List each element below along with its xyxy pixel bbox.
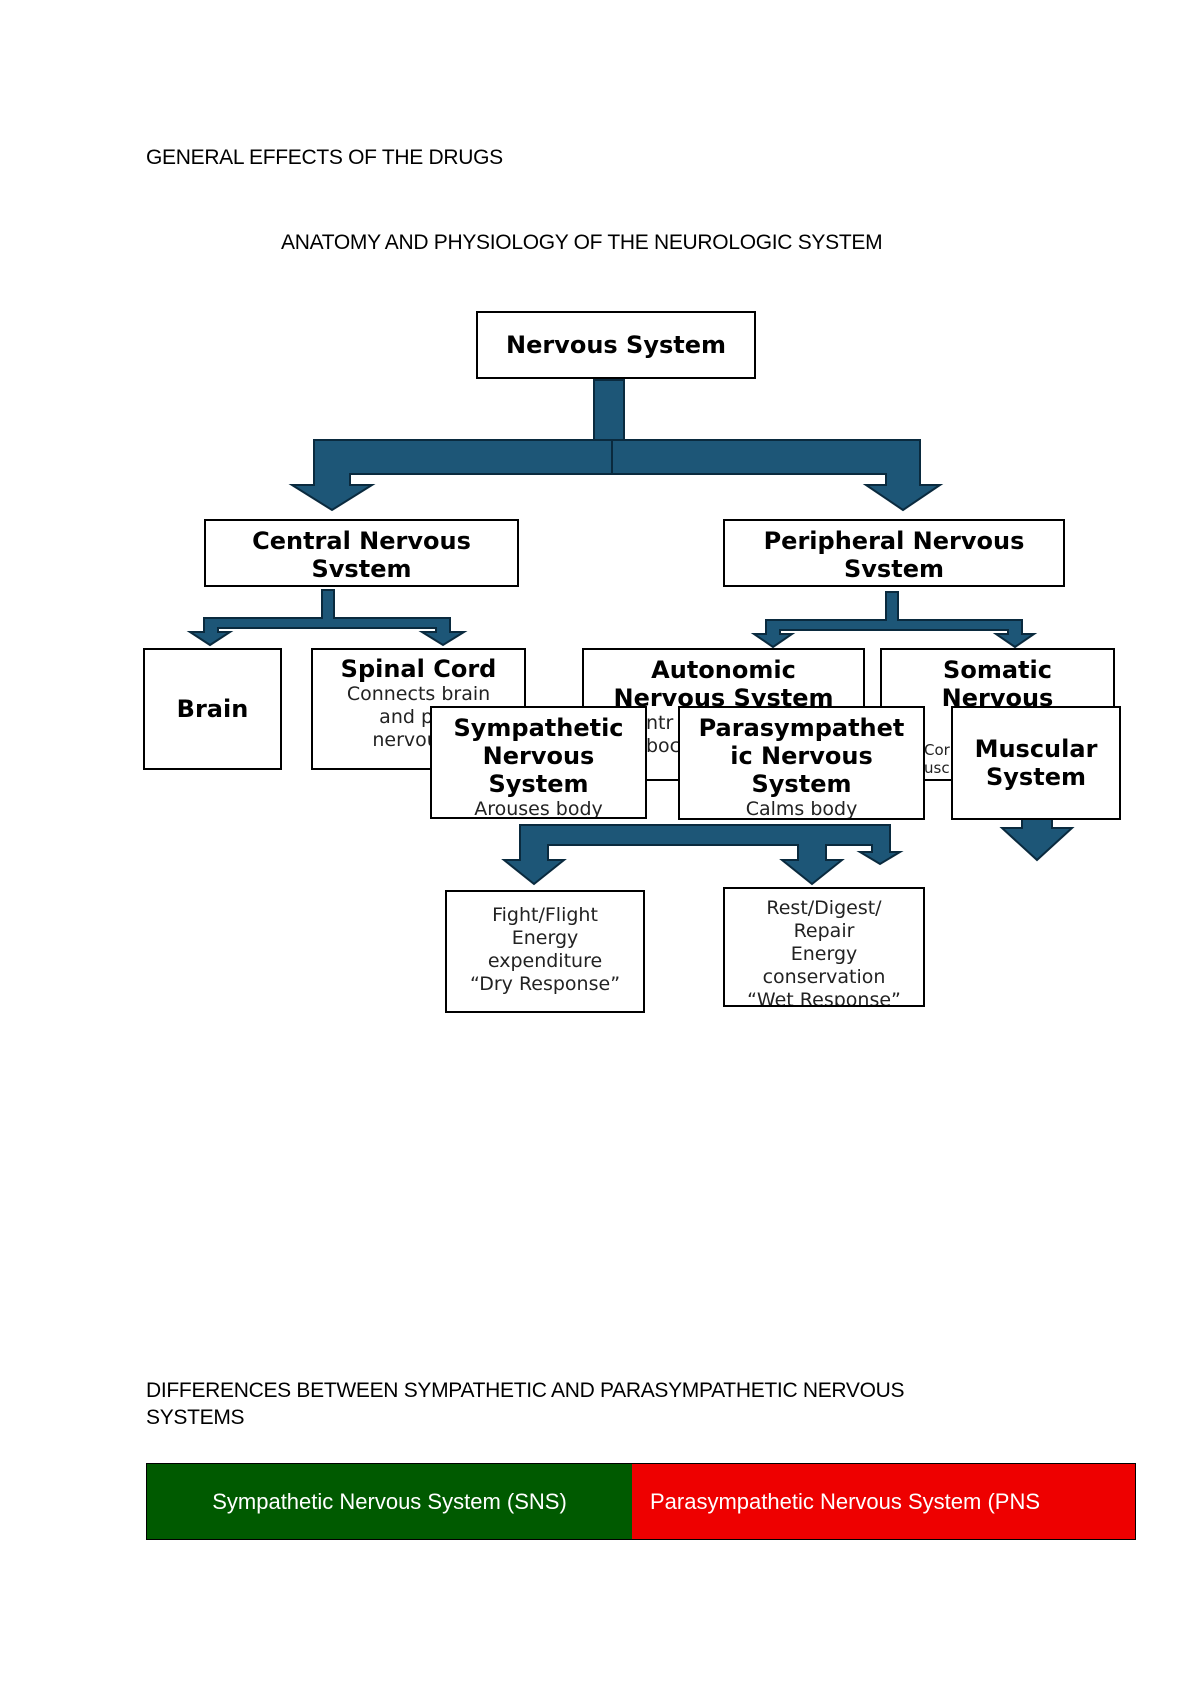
- heading-anatomy: ANATOMY AND PHYSIOLOGY OF THE NEUROLOGIC…: [281, 231, 883, 254]
- autonomic-partial-text-2: boc: [646, 735, 681, 757]
- autonomic-bottom-arrow: [501, 824, 904, 886]
- somatic-partial-text-2: usc: [924, 759, 950, 777]
- somatic-partial-text-1: Cor: [924, 741, 950, 759]
- autonomic-partial-text-1: ntr: [646, 712, 674, 734]
- heading-differences-line1: DIFFERENCES BETWEEN SYMPATHETIC AND PARA…: [146, 1379, 905, 1402]
- header-cell-pns: Parasympathetic Nervous System (PNS: [632, 1464, 1135, 1539]
- node-fight-flight: Fight/Flight Energy expenditure “Dry Res…: [445, 890, 645, 1013]
- heading-general-effects: GENERAL EFFECTS OF THE DRUGS: [146, 146, 503, 169]
- heading-differences: DIFFERENCES BETWEEN SYMPATHETIC AND PARA…: [146, 1377, 905, 1431]
- node-rest-digest: Rest/Digest/ Repair Energy conservation …: [723, 887, 925, 1007]
- node-nervous-system: Nervous System: [476, 311, 756, 379]
- node-parasympathetic-nervous-system: Parasympathet ic Nervous System Calms bo…: [678, 706, 925, 820]
- node-muscular-system: Muscular System: [951, 706, 1121, 820]
- heading-differences-line2: SYSTEMS: [146, 1406, 245, 1429]
- node-sympathetic-nervous-system: Sympathetic Nervous System Arouses body: [430, 706, 647, 819]
- pns-branch-arrow: [750, 591, 1038, 649]
- right-branch-arrow: [611, 439, 944, 512]
- node-central-nervous-system: Central Nervous Svstem: [204, 519, 519, 587]
- left-branch-arrow: [288, 439, 613, 512]
- node-brain: Brain: [143, 648, 282, 770]
- diagram-arrows: [186, 379, 1075, 886]
- trunk-arrow: [593, 379, 625, 441]
- cns-branch-arrow: [186, 589, 468, 647]
- header-cell-sns: Sympathetic Nervous System (SNS): [147, 1464, 632, 1539]
- node-peripheral-nervous-system: Peripheral Nervous Svstem: [723, 519, 1065, 587]
- comparison-table-header: Sympathetic Nervous System (SNS) Parasym…: [146, 1463, 1136, 1540]
